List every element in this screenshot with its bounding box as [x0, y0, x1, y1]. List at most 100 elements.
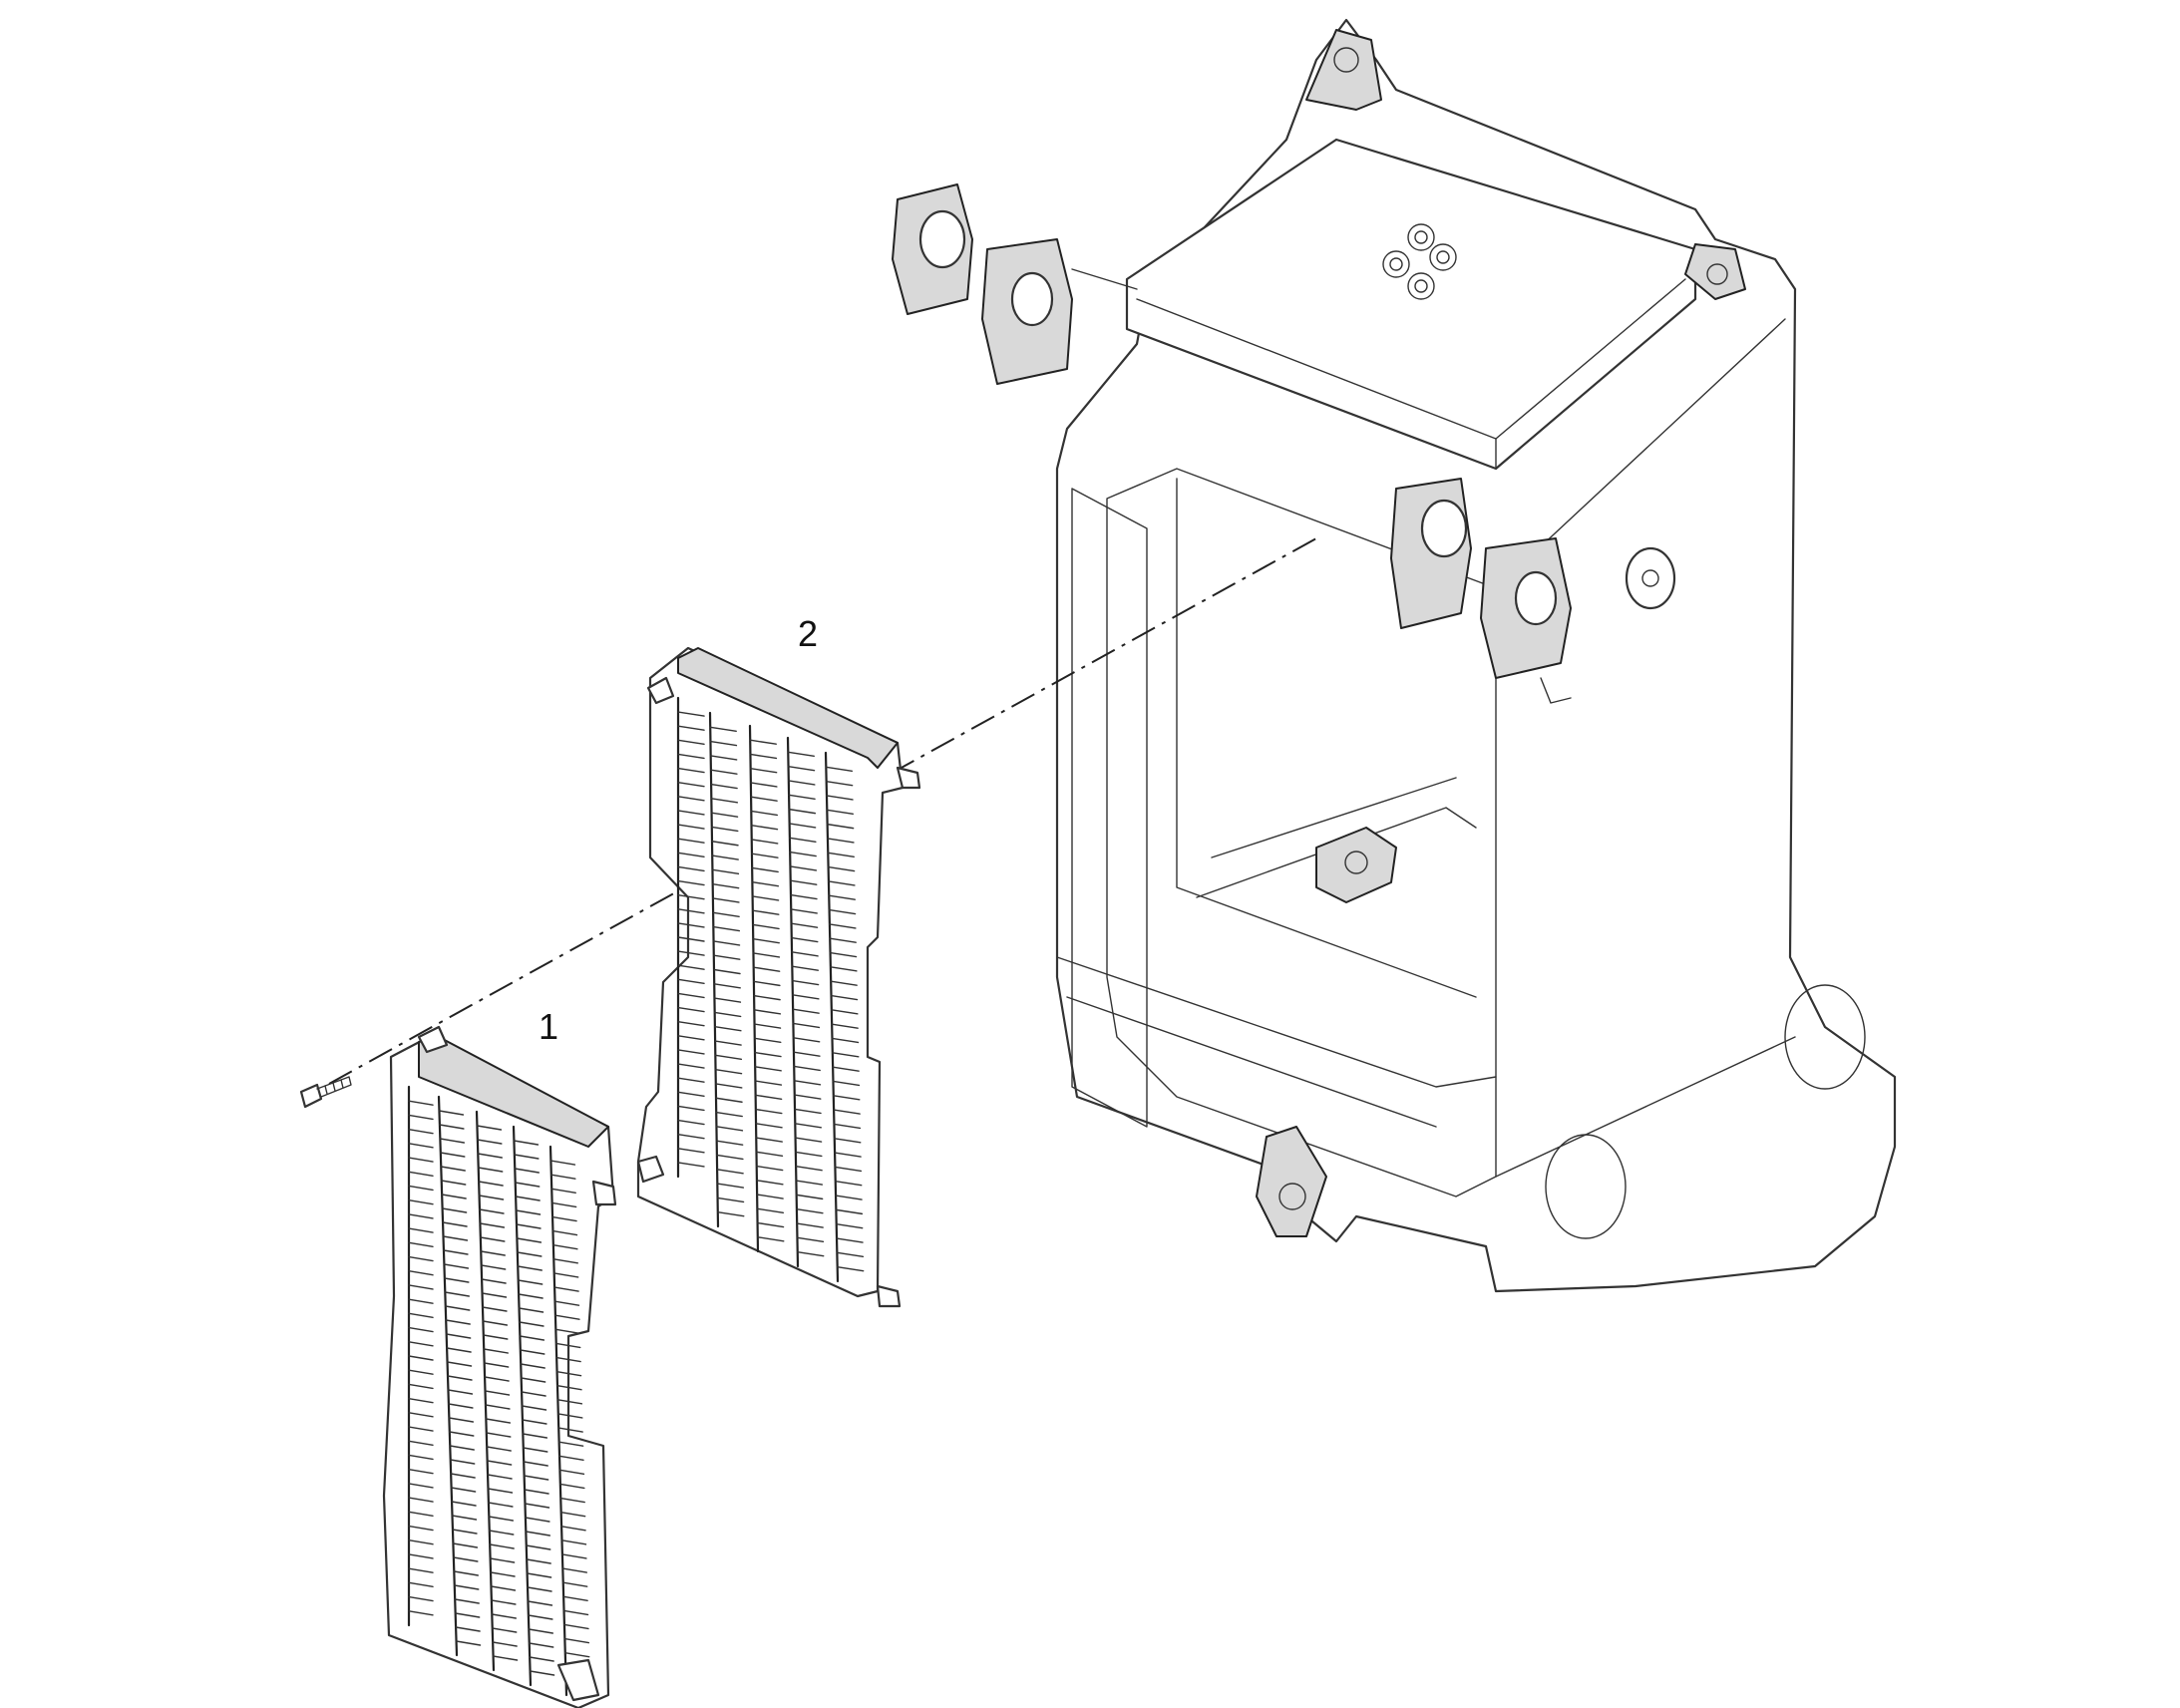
grille-slat	[488, 1502, 514, 1508]
grille-slat	[794, 1137, 823, 1143]
grille-slat	[454, 1612, 481, 1618]
grille-slat	[408, 1185, 434, 1192]
grille-slat	[712, 940, 741, 946]
grille-slat	[526, 1572, 552, 1578]
mounting-screw	[299, 1076, 352, 1109]
grille-slat	[408, 1383, 434, 1390]
grille-slat	[750, 825, 779, 831]
grille-slat	[552, 1244, 578, 1250]
grille-slat	[408, 1270, 434, 1276]
grille-slat	[831, 1023, 859, 1029]
grille-slat	[486, 1446, 512, 1452]
grille-slat	[478, 1181, 504, 1187]
grille-slat	[477, 1139, 503, 1145]
grille-slat	[489, 1557, 516, 1563]
grille-slat	[408, 1227, 434, 1233]
grille-slat	[677, 992, 705, 999]
grille-slat	[485, 1418, 512, 1424]
grille-slat	[752, 909, 780, 915]
grille-slat	[518, 1307, 545, 1313]
grille-slat	[791, 965, 820, 971]
grille-slat	[517, 1251, 543, 1257]
grille-slat	[713, 983, 741, 989]
grille-slat	[710, 798, 739, 804]
grille-slat	[829, 923, 857, 929]
grille-slat	[834, 1166, 863, 1173]
grille-slat	[484, 1376, 510, 1382]
grille-slat	[516, 1237, 543, 1243]
grille-slat	[709, 740, 738, 747]
grille-slat	[716, 1196, 745, 1203]
grille-slat	[525, 1517, 550, 1523]
grille-slat	[715, 1097, 743, 1103]
grille-slat	[835, 1208, 864, 1215]
grille-slat	[757, 1236, 785, 1242]
grille-slat	[756, 1194, 784, 1199]
grille-slat	[557, 1427, 583, 1433]
grille-slat	[788, 794, 816, 800]
grille-slat	[753, 980, 781, 987]
grille-slat	[677, 893, 705, 900]
grille-slat	[677, 753, 705, 760]
grille-slat	[832, 1052, 860, 1058]
grille-slat	[715, 1126, 744, 1132]
grille-slat	[711, 841, 739, 847]
grille-slat	[440, 1152, 466, 1158]
grille-slat	[677, 865, 705, 872]
grille-slat	[446, 1347, 472, 1353]
grille-slat	[451, 1515, 478, 1521]
grille-slat	[445, 1305, 471, 1311]
grille-slat	[789, 865, 818, 871]
grille-slat	[408, 1468, 434, 1475]
grille-slat	[492, 1655, 519, 1661]
grille-slat	[836, 1251, 865, 1258]
callout-label-2: 2	[798, 613, 818, 654]
grille-slat	[677, 1105, 705, 1112]
grille-slat	[482, 1306, 508, 1312]
grille-slat	[710, 812, 739, 818]
grille-slat	[477, 1153, 503, 1159]
grille-slat	[455, 1640, 482, 1646]
grille-slat	[408, 1581, 434, 1588]
grille-slat	[484, 1390, 511, 1396]
grille-slat	[751, 839, 779, 845]
grille-slat	[835, 1181, 863, 1187]
grille-slat	[555, 1342, 581, 1349]
grille-slat	[522, 1419, 547, 1425]
grille-slat	[677, 767, 705, 774]
grille-slat	[788, 808, 817, 815]
grille-slat	[480, 1264, 507, 1270]
grille-slat	[486, 1460, 513, 1466]
chassis-frame	[892, 18, 1897, 1293]
grille-slat	[717, 1210, 745, 1217]
grille-slat	[677, 922, 705, 928]
grille-slat	[836, 1237, 864, 1243]
grille-slat	[833, 1095, 861, 1101]
grille-slat	[442, 1235, 469, 1241]
grille-slat	[749, 768, 778, 774]
callout-label-1: 1	[539, 1006, 558, 1047]
grille-slat	[562, 1595, 588, 1601]
grille-slat	[711, 868, 740, 875]
grille-slat	[408, 1128, 434, 1135]
grille-slat	[791, 979, 820, 986]
grille-slat	[554, 1328, 581, 1335]
grille-slat	[478, 1195, 505, 1200]
grille-slat	[677, 1162, 705, 1168]
grille-slat	[792, 1037, 821, 1043]
grille-slat	[554, 1314, 580, 1320]
grille-slat	[713, 1011, 742, 1018]
grille-slat	[793, 1080, 822, 1086]
grille-slat	[716, 1183, 745, 1189]
grille-slat	[716, 1169, 744, 1175]
grille-slat	[677, 1021, 705, 1027]
grille-slat	[832, 1080, 861, 1087]
grille-slat	[756, 1180, 784, 1186]
grille-slat	[408, 1610, 434, 1616]
grille-slat	[716, 1154, 744, 1161]
grille-slat	[713, 997, 742, 1003]
grille-slat	[714, 1040, 742, 1046]
grille-slat	[795, 1166, 823, 1172]
grille-slat	[478, 1167, 504, 1173]
grille-slat	[408, 1355, 434, 1361]
